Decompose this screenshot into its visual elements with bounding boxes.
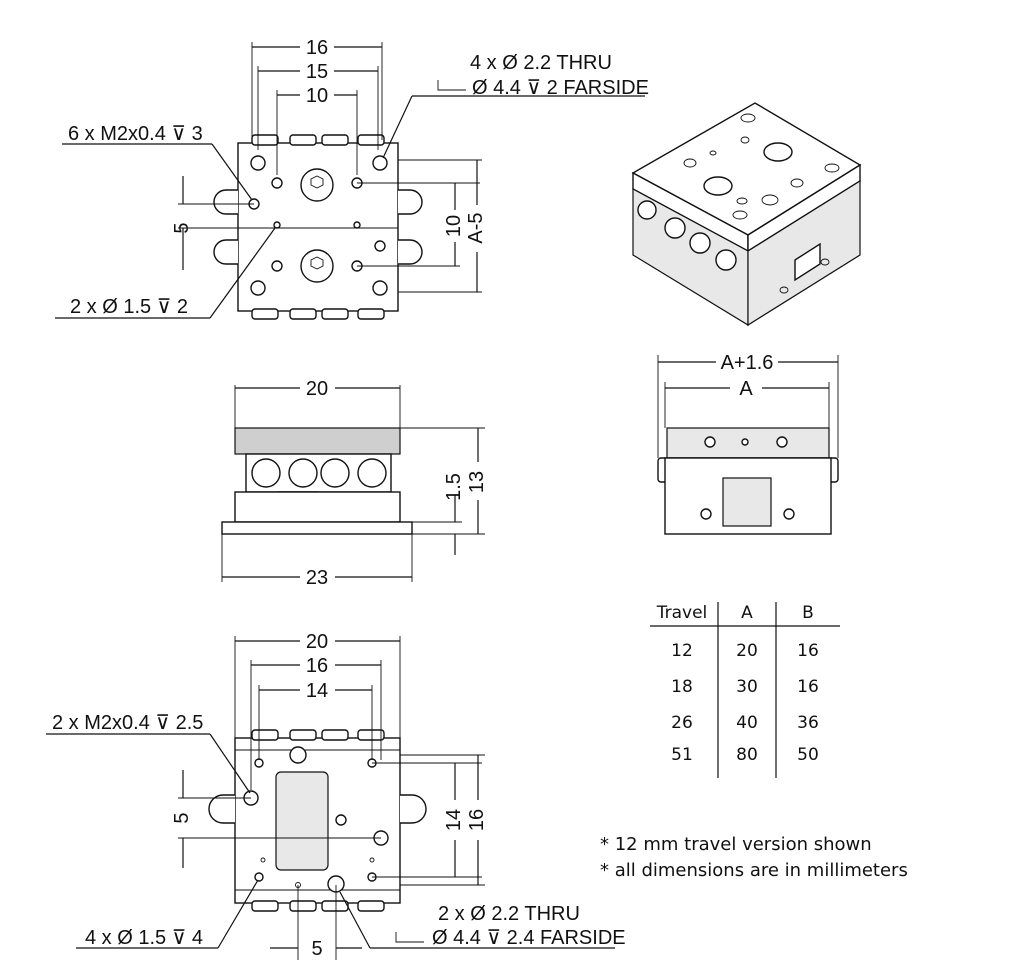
top-tab	[357, 134, 385, 146]
thru-hole	[250, 280, 266, 296]
thru-hole	[250, 155, 266, 171]
table-header-b: B	[802, 603, 814, 623]
table-cell: 16	[797, 641, 819, 661]
callout-bottom-farside: Ø 4.4 ⊽ 2.4 FARSIDE	[432, 927, 626, 949]
screw-head	[300, 249, 334, 283]
side-screw	[288, 458, 318, 488]
dim-bottom-16-v: 16	[466, 809, 488, 831]
callout-bottom-thru: 2 x Ø 2.2 THRU	[438, 903, 580, 925]
table-cell: 20	[736, 641, 758, 661]
bottom-tab	[289, 308, 317, 320]
dim-top-10-v: 10	[443, 215, 465, 237]
tapped-hole	[374, 240, 386, 252]
note-units: * all dimensions are in millimeters	[600, 860, 908, 881]
callout-bottom-tapped: 2 x M2x0.4 ⊽ 2.5	[52, 712, 203, 734]
bottom-slot	[275, 771, 329, 871]
dim-bottom-5-h: 5	[311, 938, 322, 960]
pin-hole	[273, 221, 281, 229]
top-view: 16 15 10 5 10 A-5 4 x Ø 2.2 THRU Ø 4.4 ⊽…	[55, 37, 649, 320]
bottom-tab	[321, 308, 349, 320]
dim-bottom-20: 20	[306, 631, 328, 653]
callout-pin-holes: 2 x Ø 1.5 ⊽ 2	[70, 296, 188, 318]
side-base	[221, 521, 413, 535]
thru-hole	[372, 155, 388, 171]
table-cell: 40	[736, 713, 758, 733]
dim-bottom-14: 14	[306, 680, 328, 702]
dim-bottom-5: 5	[171, 812, 193, 823]
side-ear	[400, 794, 427, 824]
table-cell: 16	[797, 677, 819, 697]
hex-socket-icon	[310, 175, 324, 189]
table-cell: 50	[797, 745, 819, 765]
dim-top-a5: A-5	[465, 212, 487, 243]
dim-bottom-14-v: 14	[443, 809, 465, 831]
notes: * 12 mm travel version shown * all dimen…	[600, 834, 908, 881]
note-travel-version: * 12 mm travel version shown	[600, 834, 872, 855]
table-cell: 80	[736, 745, 758, 765]
table-cell: 12	[671, 641, 693, 661]
dim-bottom-16: 16	[306, 655, 328, 677]
table-cell: 36	[797, 713, 819, 733]
pin-hole	[353, 221, 361, 229]
side-carriage	[234, 427, 401, 455]
dim-end-a16: A+1.6	[721, 352, 774, 374]
iso-screw	[637, 200, 657, 220]
end-connector	[722, 477, 772, 527]
side-view: 20 23 1.5 13	[221, 378, 488, 589]
callout-bottom-pins: 4 x Ø 1.5 ⊽ 4	[85, 927, 203, 949]
side-ear	[208, 794, 235, 824]
dim-side-23: 23	[306, 567, 328, 589]
iso-connector	[794, 242, 821, 282]
dim-top-5: 5	[171, 222, 193, 233]
iso-screw-head	[763, 142, 793, 162]
iso-screw-head	[703, 176, 733, 196]
callout-thru-holes: 4 x Ø 2.2 THRU	[470, 52, 612, 74]
iso-screw	[664, 217, 686, 239]
dim-end-a: A	[739, 378, 753, 400]
table-header-travel: Travel	[656, 603, 708, 623]
dimension-table: Travel A B 12 20 16 18 30 16 26 40 36 51…	[650, 602, 840, 778]
bottom-view: 20 16 14 5 14 16 5 2 x M2x0.4 ⊽ 2.5	[46, 631, 626, 960]
dim-side-20: 20	[306, 378, 328, 400]
side-ear	[213, 239, 238, 265]
dim-side-1-5: 1.5	[443, 473, 465, 501]
callout-tapped-holes: 6 x M2x0.4 ⊽ 3	[68, 123, 203, 145]
screw-head	[300, 168, 334, 202]
side-screw	[357, 458, 387, 488]
iso-side-face	[747, 179, 861, 327]
thru-hole	[372, 280, 388, 296]
table-cell: 51	[671, 745, 693, 765]
iso-screw	[715, 249, 737, 271]
table-cell: 30	[736, 677, 758, 697]
top-tab	[251, 134, 279, 146]
table-cell: 18	[671, 677, 693, 697]
tapped-hole	[271, 177, 283, 189]
iso-screw	[689, 232, 711, 254]
side-screw	[251, 458, 281, 488]
table-cell: 26	[671, 713, 693, 733]
callout-farside: Ø 4.4 ⊽ 2 FARSIDE	[472, 77, 649, 99]
dim-top-16: 16	[306, 37, 328, 59]
side-ear	[398, 239, 423, 265]
table-header-a: A	[741, 603, 753, 623]
bottom-tab	[251, 308, 279, 320]
isometric-view	[631, 102, 862, 327]
side-ear	[398, 189, 423, 215]
dim-top-15: 15	[306, 61, 328, 83]
tapped-hole	[271, 260, 283, 272]
top-tab	[289, 134, 317, 146]
hex-socket-icon	[310, 256, 324, 270]
side-ear	[213, 189, 238, 215]
top-tab	[321, 134, 349, 146]
bottom-tab	[357, 308, 385, 320]
side-screw	[320, 458, 350, 488]
dim-side-13: 13	[466, 471, 488, 493]
end-view: A+1.6 A	[657, 352, 839, 535]
dim-top-10: 10	[306, 85, 328, 107]
